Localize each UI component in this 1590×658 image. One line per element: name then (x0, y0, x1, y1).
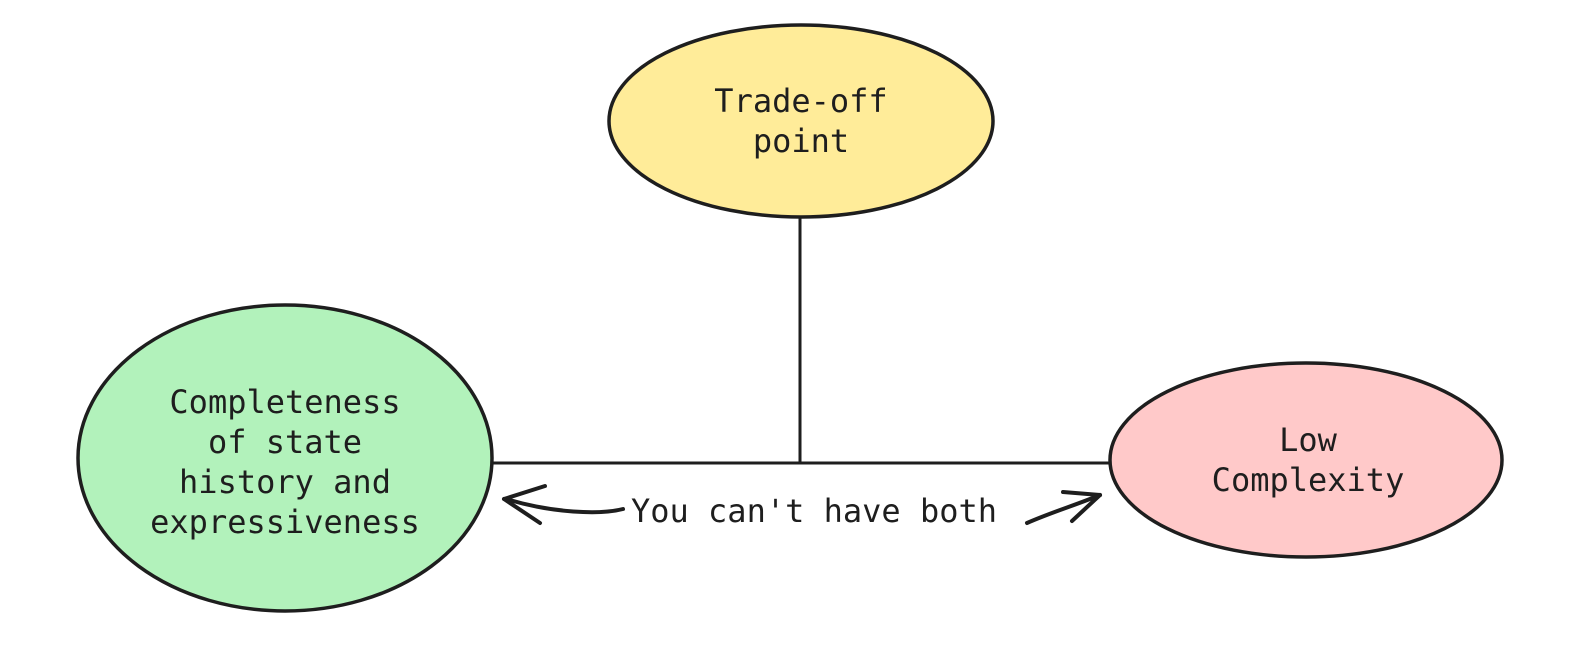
node-completeness-label-line4: expressiveness (150, 503, 420, 541)
left-arrow-barb-bottom (502, 497, 542, 525)
node-completeness-ellipse (76, 303, 494, 613)
node-completeness-label-line3: history and (179, 463, 391, 501)
node-tradeoff-label-line1: Trade-off (714, 82, 887, 120)
node-tradeoff-ellipse (607, 23, 995, 219)
connector-lines (492, 217, 1110, 465)
node-low-complexity-ellipse (1108, 361, 1504, 559)
node-low-complexity-label-line1: Low (1279, 421, 1338, 459)
left-sketch-arrow-icon (502, 484, 625, 525)
annotation-cant-have-both: You can't have both (502, 484, 1102, 530)
node-low-complexity: Low Complexity (1108, 361, 1504, 559)
right-arrow-barb-bottom (1070, 493, 1102, 523)
node-tradeoff-label-line2: point (753, 122, 849, 160)
right-arrow-shaft (1025, 493, 1102, 525)
left-arrow-shaft (504, 497, 625, 515)
right-arrow-barb-top (1061, 490, 1102, 497)
node-tradeoff: Trade-off point (607, 23, 995, 219)
node-completeness-label-line2: of state (208, 423, 362, 461)
annotation-label: You can't have both (631, 492, 997, 530)
right-sketch-arrow-icon (1025, 490, 1102, 525)
node-low-complexity-label-line2: Complexity (1212, 461, 1405, 499)
node-completeness-label-line1: Completeness (169, 383, 400, 421)
left-arrow-barb-top (502, 484, 547, 501)
node-completeness: Completeness of state history and expres… (76, 303, 494, 613)
